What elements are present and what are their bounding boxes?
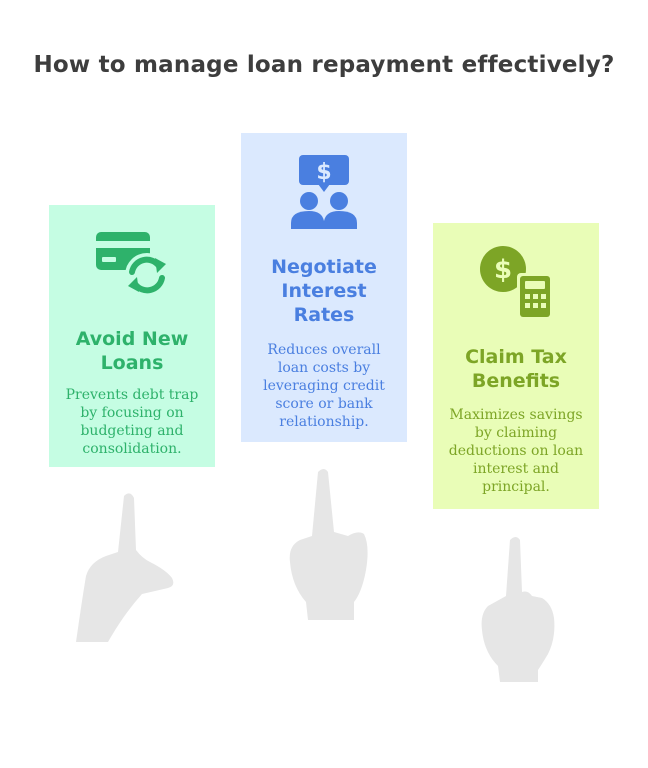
pointing-hand-icon	[288, 466, 372, 626]
card-description: Prevents debt trap by focusing on budget…	[65, 387, 199, 457]
card-heading: Claim Tax Benefits	[465, 346, 567, 392]
svg-text:$: $	[316, 160, 331, 185]
option-card-avoid-new-loans: Avoid New Loans Prevents debt trap by fo…	[49, 205, 215, 467]
card-heading: Avoid New Loans	[75, 328, 189, 374]
credit-card-refresh-icon	[95, 231, 169, 301]
card-description: Maximizes savings by claiming deductions…	[448, 407, 584, 495]
dollar-calculator-icon: $	[479, 245, 553, 323]
svg-text:$: $	[494, 255, 512, 285]
page-title: How to manage loan repayment effectively…	[33, 52, 615, 78]
card-description: Reduces overall loan costs by leveraging…	[263, 342, 385, 430]
card-heading: Negotiate Interest Rates	[271, 256, 377, 326]
pointing-hand-icon	[478, 534, 558, 688]
option-card-negotiate-interest-rates: $ Negotiate Interest Rates Reduces overa…	[241, 133, 407, 442]
people-dollar-chat-icon: $	[289, 155, 359, 233]
pointing-hand-icon	[72, 490, 182, 650]
option-card-claim-tax-benefits: $ Claim Tax Benefits Maximizes savings b…	[433, 223, 599, 509]
